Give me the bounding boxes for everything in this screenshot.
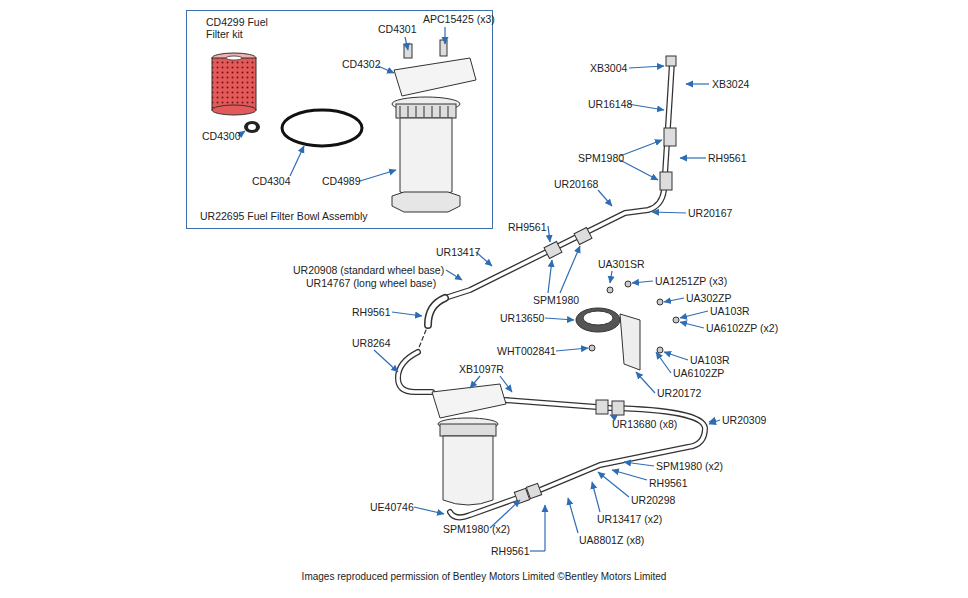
leader-line	[664, 298, 684, 302]
o-ring	[282, 110, 362, 146]
leader-line	[392, 312, 422, 316]
leader-line	[374, 350, 398, 372]
part-number: UA103R	[710, 305, 750, 317]
part-number: UR20167	[688, 207, 732, 219]
filter-element	[212, 53, 256, 115]
leader-line	[632, 281, 653, 283]
leader-line	[556, 348, 588, 351]
leader-line	[652, 212, 686, 213]
part-number: SPM1980	[533, 294, 579, 306]
leader-line	[290, 146, 304, 176]
leader-line	[530, 550, 545, 551]
leader-line	[560, 246, 580, 293]
part-number: CD4300	[202, 130, 241, 142]
part-number: UR8264	[352, 337, 391, 349]
part-number: CD4304	[252, 175, 291, 187]
part-number: UR13417 (x2)	[597, 513, 662, 525]
part-number: RH9561	[649, 477, 688, 489]
copyright-caption: Images reproduced permission of Bentley …	[0, 571, 968, 583]
part-number: CD4299 Fuel Filter kit	[206, 16, 268, 40]
inset-panel: UR22695 Fuel Filter Bowl Assembly	[186, 10, 493, 229]
leader-line	[444, 27, 445, 44]
leader-line	[446, 270, 462, 280]
part-number: UA6102ZP	[673, 367, 724, 379]
leader-line	[628, 104, 664, 110]
leader-line	[544, 505, 545, 551]
part-number: CD4301	[378, 23, 417, 35]
part-number: UR13650	[500, 312, 544, 324]
leader-line	[592, 482, 600, 512]
part-number: SPM1980 (x2)	[656, 460, 723, 472]
leader-line	[686, 83, 709, 84]
part-number: XB3004	[590, 62, 627, 74]
leader-line	[610, 415, 614, 417]
leader-line	[680, 311, 708, 318]
part-number: UA302ZP	[686, 292, 732, 304]
leader-line	[414, 507, 444, 514]
seal	[244, 121, 260, 133]
leader-line	[620, 140, 662, 156]
part-number: APC15425 (x3)	[423, 13, 495, 25]
leader-line	[680, 322, 704, 328]
part-number: CD4302	[342, 58, 381, 70]
part-number: WHT002841	[497, 345, 556, 357]
part-number: RH9561	[352, 306, 391, 318]
filter-bowl-assembly	[392, 40, 476, 212]
leader-line	[656, 352, 671, 373]
part-number: UR16148	[588, 98, 632, 110]
leader-line	[598, 190, 612, 206]
part-number: RH9561	[508, 221, 547, 233]
part-number: UR20908 (standard wheel base)	[293, 264, 444, 276]
part-number: UR14767 (long wheel base)	[306, 277, 436, 289]
part-number: RH9561	[491, 545, 530, 557]
part-number: UR13417	[436, 246, 480, 258]
hose-sleeves	[514, 56, 676, 504]
leader-line	[664, 352, 688, 360]
leader-line	[500, 376, 512, 392]
part-number: SPM1980 (x2)	[443, 523, 510, 535]
part-number: UA1251ZP (x3)	[655, 275, 727, 287]
part-number: SPM1980	[578, 152, 624, 164]
part-number: UA301SR	[598, 258, 645, 270]
panel-title: UR22695 Fuel Filter Bowl Assembly	[200, 210, 367, 222]
leader-line	[680, 157, 706, 158]
clamp-bracket	[576, 281, 679, 370]
leader-line	[598, 472, 629, 497]
leader-line	[405, 37, 408, 50]
leader-line	[568, 498, 578, 533]
leader-line	[610, 271, 612, 283]
fuel-pipes	[398, 62, 705, 517]
part-number: UR20168	[554, 178, 598, 190]
leader-line	[624, 462, 654, 466]
leader-line	[629, 66, 664, 68]
filter-bowl	[432, 384, 506, 505]
part-number: UA6102ZP (x2)	[706, 322, 778, 334]
part-number: UR13680 (x8)	[612, 418, 677, 430]
leader-line	[360, 170, 396, 181]
part-number: UA8801Z (x8)	[579, 534, 644, 546]
part-number: XB1097R	[459, 363, 504, 375]
leader-line	[545, 318, 574, 320]
leader-line	[636, 372, 655, 393]
part-number: RH9561	[708, 152, 747, 164]
leader-line	[620, 160, 658, 180]
part-number: UR20309	[722, 414, 766, 426]
leader-line	[470, 376, 480, 388]
part-number: CD4989	[322, 175, 361, 187]
part-number: UR20172	[657, 387, 701, 399]
part-number: XB3024	[712, 78, 749, 90]
leader-line	[709, 420, 720, 424]
part-number: UR20298	[631, 494, 675, 506]
part-number: UA103R	[690, 354, 730, 366]
leader-line	[548, 260, 552, 293]
leader-line	[548, 226, 550, 242]
part-number: UE40746	[370, 501, 414, 513]
leader-line	[612, 470, 647, 480]
